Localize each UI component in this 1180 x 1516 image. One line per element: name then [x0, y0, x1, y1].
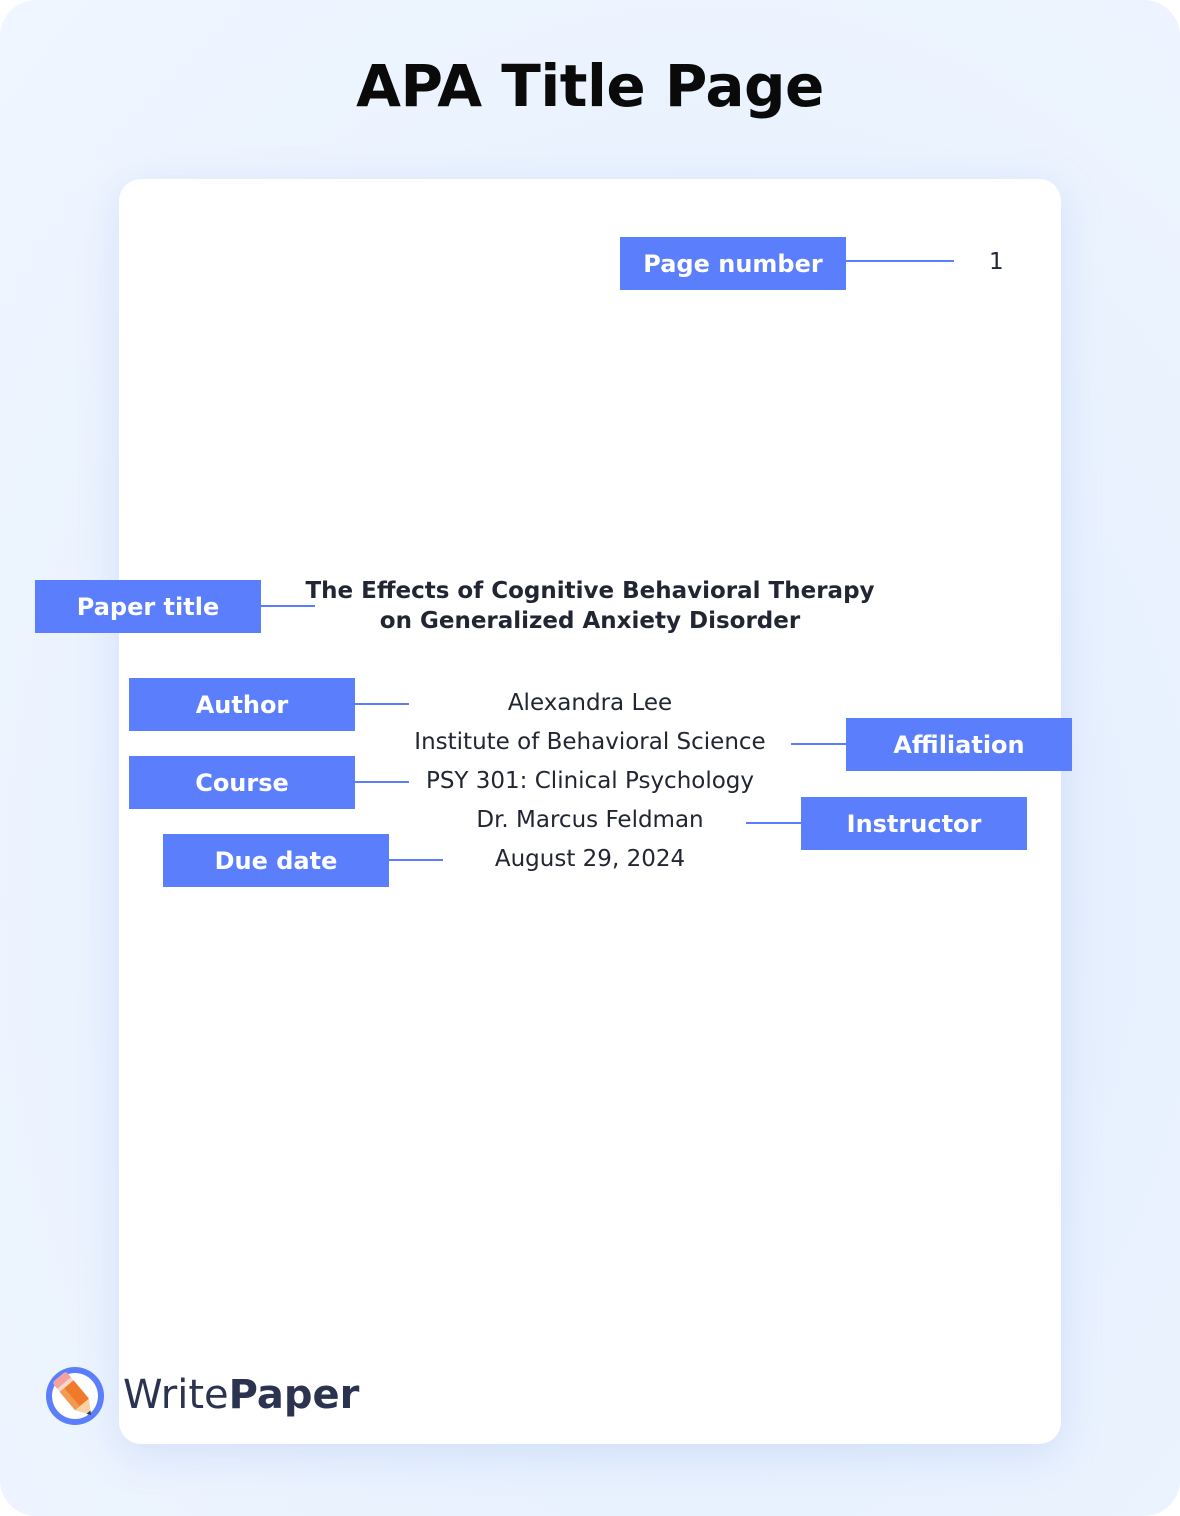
- course-connector: [355, 781, 409, 783]
- course-value: PSY 301: Clinical Psychology: [425, 768, 755, 794]
- page-number-label: Page number: [620, 237, 846, 290]
- pencil-logo-icon: [46, 1367, 104, 1425]
- author-label: Author: [129, 678, 355, 731]
- affiliation-value: Institute of Behavioral Science: [414, 729, 766, 755]
- paper-title-line-2: on Generalized Anxiety Disorder: [379, 608, 801, 634]
- author-value: Alexandra Lee: [507, 690, 673, 716]
- affiliation-label: Affiliation: [846, 718, 1072, 771]
- paper-title-line-1: The Effects of Cognitive Behavioral Ther…: [305, 578, 875, 604]
- author-connector: [355, 703, 409, 705]
- due-date-connector: [389, 859, 443, 861]
- due-date-value: August 29, 2024: [494, 846, 686, 872]
- page-number-value: 1: [989, 249, 1004, 275]
- instructor-connector: [746, 822, 801, 824]
- brand-wordmark: WritePaper: [123, 1372, 359, 1418]
- main-title: APA Title Page: [356, 52, 824, 120]
- paper-title-connector: [261, 605, 315, 607]
- brand-part-2: Paper: [228, 1372, 360, 1418]
- instructor-value: Dr. Marcus Feldman: [476, 807, 704, 833]
- affiliation-connector: [791, 743, 846, 745]
- page-number-connector: [846, 260, 954, 262]
- course-label: Course: [129, 756, 355, 809]
- brand-part-1: Write: [123, 1372, 229, 1418]
- paper-title-label: Paper title: [35, 580, 261, 633]
- instructor-label: Instructor: [801, 797, 1027, 850]
- due-date-label: Due date: [163, 834, 389, 887]
